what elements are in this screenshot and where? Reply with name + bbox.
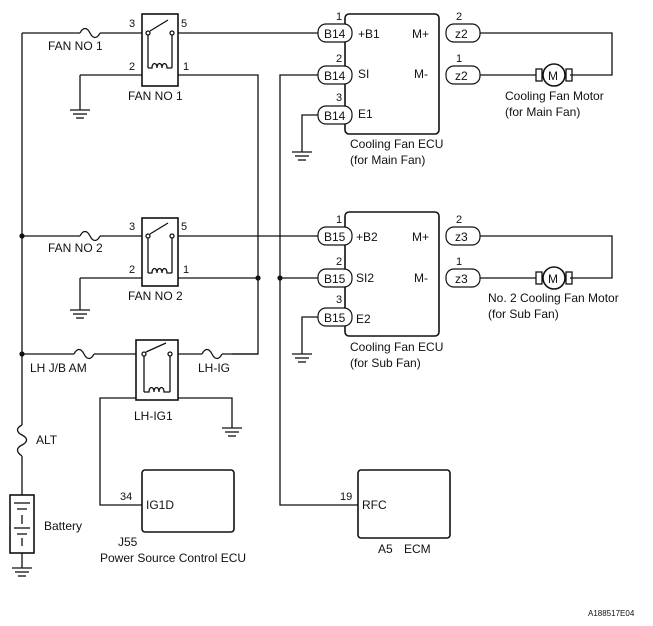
sub-ecu-sub: (for Sub Fan) <box>350 356 421 370</box>
main-ecu-pin-b1: +B1 <box>358 27 380 41</box>
sub-ecu-pin-mminus: M- <box>414 271 428 285</box>
ecm-code: A5 <box>378 542 393 556</box>
sub-motor-name: No. 2 Cooling Fan Motor <box>488 291 619 305</box>
sub-fan-motor: M No. 2 Cooling Fan Motor (for Sub Fan) <box>480 235 619 321</box>
relay-fan-no2: 3 5 2 1 FAN NO 2 <box>128 217 189 303</box>
z2-conn-2: z2 <box>455 69 468 83</box>
main-ecu-pin-si: SI <box>358 67 369 81</box>
main-fan-motor: M Cooling Fan Motor (for Main Fan) <box>480 32 613 119</box>
relay-lh-ig1: LH-IG1 <box>134 339 179 423</box>
sub-ecu-pin-b2: +B2 <box>356 230 378 244</box>
relay-fan-no1: 3 5 2 1 FAN NO 1 <box>128 13 189 103</box>
relay-label-lh-ig1: LH-IG1 <box>134 409 173 423</box>
b15-pin-num-1: 1 <box>336 214 342 226</box>
b14-conn-1: B14 <box>324 27 346 41</box>
fuse-fan-no1: FAN NO 1 <box>22 27 142 53</box>
j55-code: J55 <box>118 535 138 549</box>
relay1-pin-1: 1 <box>183 61 189 73</box>
b15-conn-2: B15 <box>324 272 346 286</box>
b14-pin-num-2: 2 <box>336 53 342 65</box>
b15-conn-1: B15 <box>324 230 346 244</box>
relay1-pin-3: 3 <box>129 18 135 30</box>
main-fan-ecu: +B1 SI E1 M+ M- Cooling Fan ECU (for Mai… <box>344 13 443 167</box>
b15-pin-num-2: 2 <box>336 256 342 268</box>
wire-relay-coils <box>178 74 259 355</box>
sub-fan-ecu: +B2 SI2 E2 M+ M- Cooling Fan ECU (for Su… <box>344 211 443 370</box>
ecm-pin-num: 19 <box>340 491 352 503</box>
main-ecu-ground <box>292 114 318 161</box>
main-motor-name: Cooling Fan Motor <box>505 89 604 103</box>
relay3-ground <box>178 397 242 437</box>
battery: Battery <box>9 494 82 577</box>
z2-conn-1: z2 <box>455 27 468 41</box>
fuse-label-lh-jb-am: LH J/B AM <box>30 361 87 375</box>
relay1-ground <box>70 74 142 119</box>
sub-motor-symbol: M <box>548 272 558 286</box>
z3-pin-num-1: 2 <box>456 214 462 226</box>
sub-ecu-ground <box>292 316 318 363</box>
ecm-pin-rfc: RFC <box>362 498 387 512</box>
main-ecu-pin-mplus: M+ <box>412 27 429 41</box>
main-motor-sub: (for Main Fan) <box>505 105 580 119</box>
sub-ecu-name: Cooling Fan ECU <box>350 340 443 354</box>
fuse-lh-ig: LH-IG <box>178 348 258 375</box>
battery-label: Battery <box>44 519 82 533</box>
figure-id: A188517E04 <box>588 609 635 618</box>
main-ecu-name: Cooling Fan ECU <box>350 137 443 151</box>
z2-pin-num-2: 1 <box>456 53 462 65</box>
fuse-label-lh-ig: LH-IG <box>198 361 230 375</box>
sub-ecu-pin-e2: E2 <box>356 312 371 326</box>
sub-ecu-pin-mplus: M+ <box>412 230 429 244</box>
main-ecu-pin-e1: E1 <box>358 107 373 121</box>
b14-conn-2: B14 <box>324 69 346 83</box>
relay2-pin-5: 5 <box>181 221 187 233</box>
relay2-ground <box>70 277 142 319</box>
b15-pin-num-3: 3 <box>336 294 342 306</box>
z2-pin-num-1: 2 <box>456 11 462 23</box>
fuse-lh-jb-am: LH J/B AM <box>22 348 136 375</box>
wire-lhig1-to-j55 <box>99 397 142 506</box>
ecm: 19 RFC A5 ECM <box>340 469 451 556</box>
fuse-label-fan-no2: FAN NO 2 <box>48 241 103 255</box>
z3-conn-1: z3 <box>455 230 468 244</box>
fuse-label-fan-no1: FAN NO 1 <box>48 39 103 53</box>
z3-conn-2: z3 <box>455 272 468 286</box>
relay-label-fan-no1: FAN NO 1 <box>128 89 183 103</box>
relay1-pin-5: 5 <box>181 18 187 30</box>
relay1-pin-2: 2 <box>129 61 135 73</box>
fuse-fan-no2: FAN NO 2 <box>22 230 142 255</box>
main-ecu-pin-mminus: M- <box>414 67 428 81</box>
relay2-pin-1: 1 <box>183 264 189 276</box>
main-motor-symbol: M <box>548 69 558 83</box>
main-ecu-connectors: B14 1 B14 2 B14 3 z2 2 z2 1 <box>317 11 481 125</box>
sub-motor-sub: (for Sub Fan) <box>488 307 559 321</box>
j55-name: Power Source Control ECU <box>100 551 246 565</box>
sub-ecu-pin-si2: SI2 <box>356 271 374 285</box>
fuse-label-alt: ALT <box>36 433 58 447</box>
b14-pin-num-1: 1 <box>336 11 342 23</box>
b14-pin-num-3: 3 <box>336 92 342 104</box>
power-source-ecu: 34 IG1D J55 Power Source Control ECU <box>100 469 246 565</box>
b15-conn-3: B15 <box>324 311 346 325</box>
j55-pin-ig1d: IG1D <box>146 498 174 512</box>
relay-label-fan-no2: FAN NO 2 <box>128 289 183 303</box>
main-ecu-sub: (for Main Fan) <box>350 153 425 167</box>
signal-bus <box>277 74 358 506</box>
j55-pin-num: 34 <box>120 491 132 503</box>
relay2-pin-3: 3 <box>129 221 135 233</box>
ecm-name: ECM <box>404 542 431 556</box>
relay2-pin-2: 2 <box>129 264 135 276</box>
sub-ecu-connectors: B15 1 B15 2 B15 3 z3 2 z3 1 <box>317 214 481 327</box>
z3-pin-num-2: 1 <box>456 256 462 268</box>
b14-conn-3: B14 <box>324 109 346 123</box>
fuse-alt: ALT <box>16 424 58 457</box>
